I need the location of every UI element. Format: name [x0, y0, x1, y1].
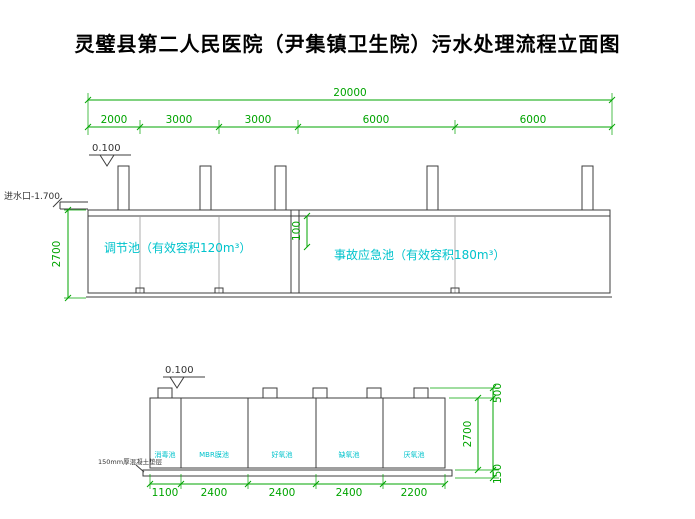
bottom-dim-4: 2200	[401, 487, 428, 499]
upper-segment-dim-0: 2000	[101, 114, 128, 126]
compartment-label-1: MBR膜池	[199, 450, 229, 459]
upper-tank-structure	[86, 165, 612, 298]
foundation-leader-line	[135, 464, 145, 473]
gap-dimension: 100	[291, 212, 311, 251]
bottom-dim-3: 2400	[336, 487, 363, 499]
lower-elevation-label: 0.100	[165, 365, 194, 376]
upper-segment-dim-2: 3000	[245, 114, 272, 126]
foundation-note: 150mm厚混凝土垫层	[98, 457, 163, 466]
riser-vent	[426, 165, 439, 211]
upper-segment-dim-1: 3000	[166, 114, 193, 126]
lower-elevation-drawing: 0.100 消毒池 MBR膜池 好氧池 缺氧池 厌氧池 150mm厚混凝土垫层	[98, 365, 504, 499]
bottom-dim-2: 2400	[269, 487, 296, 499]
bottom-dim-0: 1100	[152, 487, 179, 499]
upper-height-dimension: 2700	[51, 206, 86, 302]
bottom-dim-1: 2400	[201, 487, 228, 499]
upper-elevation-marker: 0.100	[89, 143, 131, 167]
right-dim-2700: 2700	[462, 421, 474, 448]
gap-dim-label: 100	[291, 221, 303, 241]
upper-elevation-drawing: 20000 2000 3000 3000 6000 6000 0.100	[4, 87, 616, 302]
lower-tank-structure	[142, 387, 453, 477]
elevation-triangle-icon	[169, 376, 185, 389]
right-dim-500: 500	[492, 383, 504, 403]
inlet-pipe	[52, 197, 88, 210]
upper-dimension-lines	[84, 93, 616, 135]
tank-right-label: 事故应急池（有效容积180m³）	[334, 247, 505, 262]
tank-cover	[413, 387, 429, 399]
elevation-triangle-icon	[99, 154, 115, 167]
riser-vent	[581, 165, 594, 211]
tank-cover	[366, 387, 382, 399]
riser-vent	[117, 165, 130, 211]
tank-cover	[157, 387, 173, 399]
lower-bottom-dimensions: 1100 2400 2400 2400 2200	[146, 474, 449, 499]
riser-vent	[199, 165, 212, 211]
lower-elevation-marker: 0.100	[163, 365, 205, 389]
compartment-label-0: 消毒池	[155, 450, 176, 459]
compartment-label-3: 缺氧池	[339, 450, 360, 459]
upper-total-dim: 20000	[333, 87, 366, 99]
inlet-label: 进水口-1.700	[4, 190, 60, 202]
tank-cover	[262, 387, 278, 399]
lower-right-dimensions: 500 2700 150	[430, 383, 504, 484]
compartment-label-2: 好氧池	[272, 450, 293, 459]
upper-segment-dim-3: 6000	[363, 114, 390, 126]
tank-left-label: 调节池（有效容积120m³）	[104, 240, 251, 255]
tank-cover	[312, 387, 328, 399]
riser-vent	[274, 165, 287, 211]
foundation-slab	[142, 469, 453, 477]
upper-segment-dim-4: 6000	[520, 114, 547, 126]
right-dim-150: 150	[492, 464, 504, 484]
page-title: 灵璧县第二人民医院（尹集镇卫生院）污水处理流程立面图	[74, 34, 621, 56]
compartment-label-4: 厌氧池	[404, 450, 425, 459]
upper-height-dim-label: 2700	[51, 241, 63, 268]
upper-elevation-label: 0.100	[92, 143, 121, 154]
